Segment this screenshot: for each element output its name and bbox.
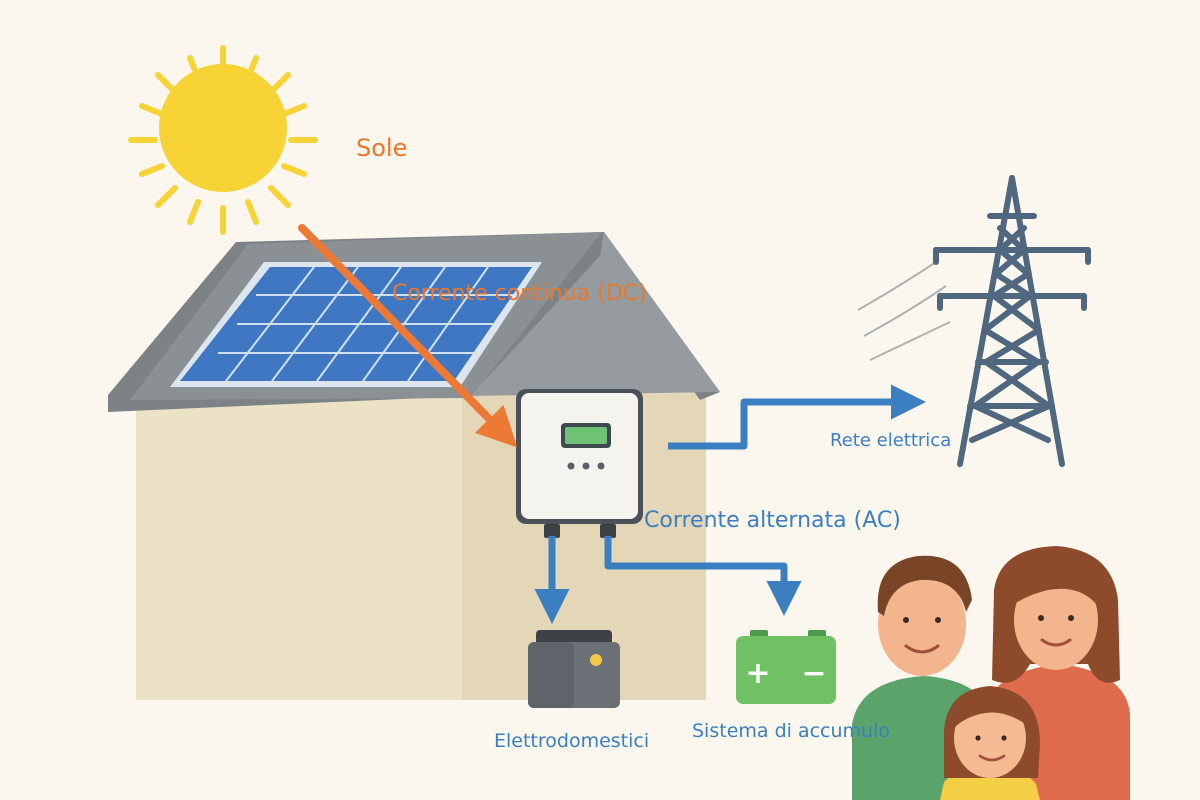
sun-label: Sole <box>356 134 408 162</box>
inverter-icon <box>516 389 643 538</box>
solar-panel <box>170 262 542 387</box>
power-lines <box>857 261 951 361</box>
family-illustration <box>852 546 1130 800</box>
pylon-icon <box>933 175 1091 467</box>
storage-arrow <box>604 536 802 616</box>
grid-arrow <box>668 384 926 450</box>
battery-minus: − <box>801 656 826 691</box>
appliances-label: Elettrodomestici <box>494 730 650 752</box>
dc-arrow <box>298 224 518 448</box>
grid-label: Rete elettrica <box>830 430 952 451</box>
storage-label: Sistema di accumulo <box>692 720 890 742</box>
appliances-icon <box>528 630 620 708</box>
ac-label: Corrente alternata (AC) <box>644 508 901 533</box>
dc-label: Corrente continua (DC) <box>392 281 647 306</box>
sun-icon <box>128 45 318 235</box>
battery-icon: + − <box>736 630 836 704</box>
battery-plus: + <box>745 656 770 691</box>
